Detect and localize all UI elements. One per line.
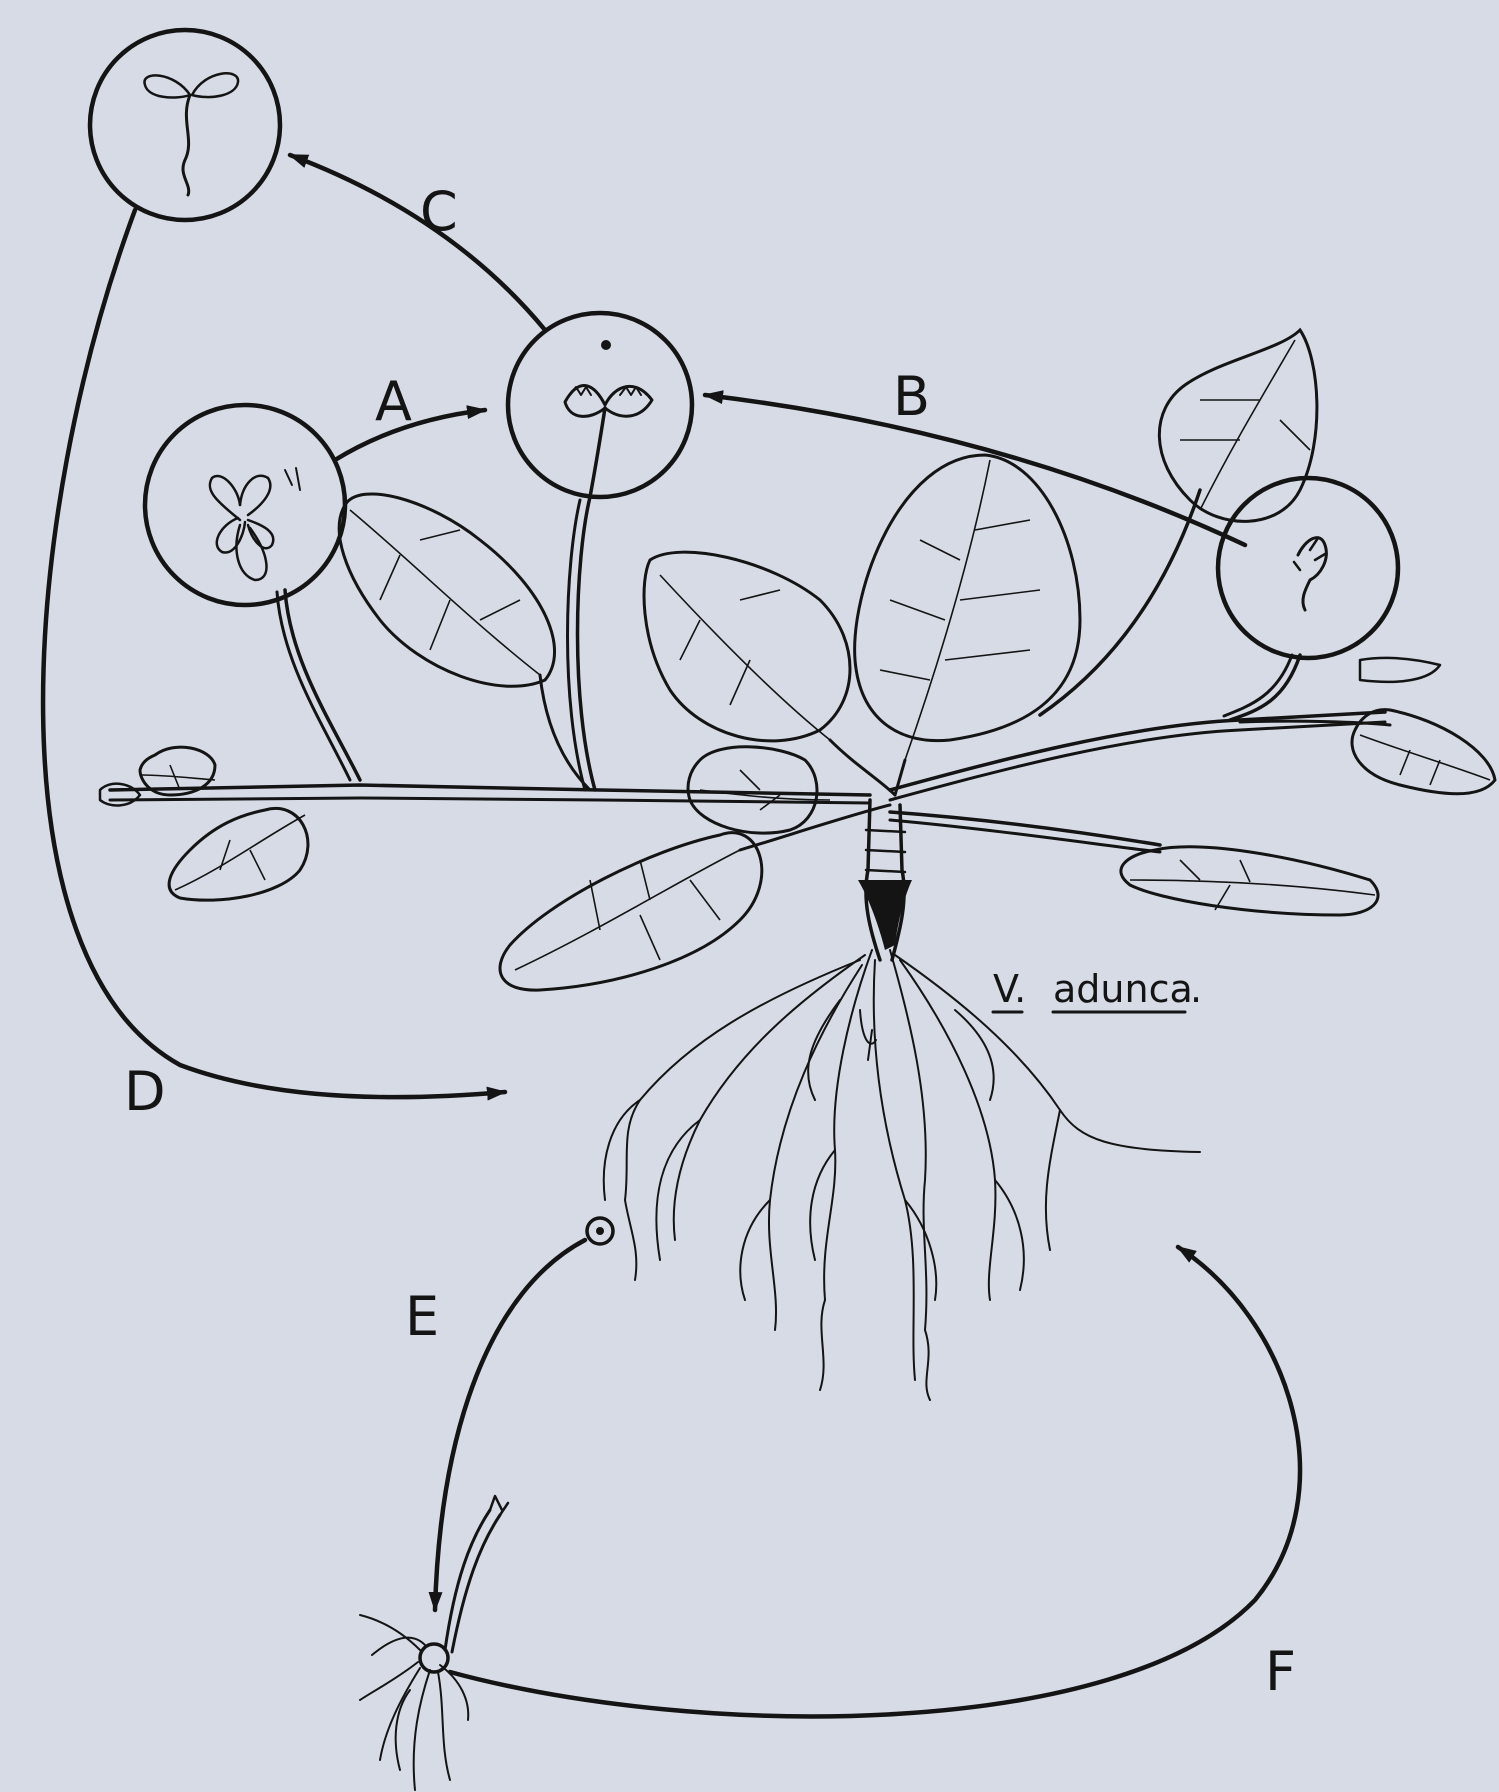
seedling-inset — [90, 30, 280, 220]
species-epithet: adunca — [1053, 967, 1193, 1011]
label-d: D — [124, 1060, 166, 1123]
cleistogamous-inset — [1218, 478, 1398, 658]
leaf-top-left — [339, 494, 590, 790]
species-label: V. adunca . — [993, 967, 1202, 1012]
species-genus: V. — [993, 967, 1026, 1011]
leaf-right-lower — [1121, 847, 1378, 915]
arrow-b — [705, 395, 1245, 545]
peduncles — [277, 490, 1300, 790]
label-c: C — [420, 180, 458, 243]
capsule-inset — [508, 313, 692, 497]
leaf-center-tall — [855, 455, 1080, 795]
label-e: E — [405, 1285, 439, 1348]
species-period: . — [1190, 967, 1202, 1011]
arrow-f — [450, 1247, 1300, 1716]
flower-inset — [145, 405, 345, 605]
crown — [858, 800, 912, 960]
label-f: F — [1265, 1640, 1296, 1703]
label-a: A — [375, 370, 412, 433]
arrow-c — [290, 155, 545, 330]
leaf-top-right — [1159, 330, 1317, 521]
arrow-e — [435, 1240, 585, 1610]
label-b: B — [893, 365, 930, 428]
arrow-d — [43, 210, 505, 1097]
roots — [604, 950, 1200, 1400]
rhizome-node — [587, 1218, 613, 1244]
leaf-small-mid — [688, 747, 830, 833]
new-plantlet — [360, 1496, 508, 1790]
leaf-stolon-left — [169, 808, 308, 900]
leaf-bottom-left — [500, 805, 890, 990]
